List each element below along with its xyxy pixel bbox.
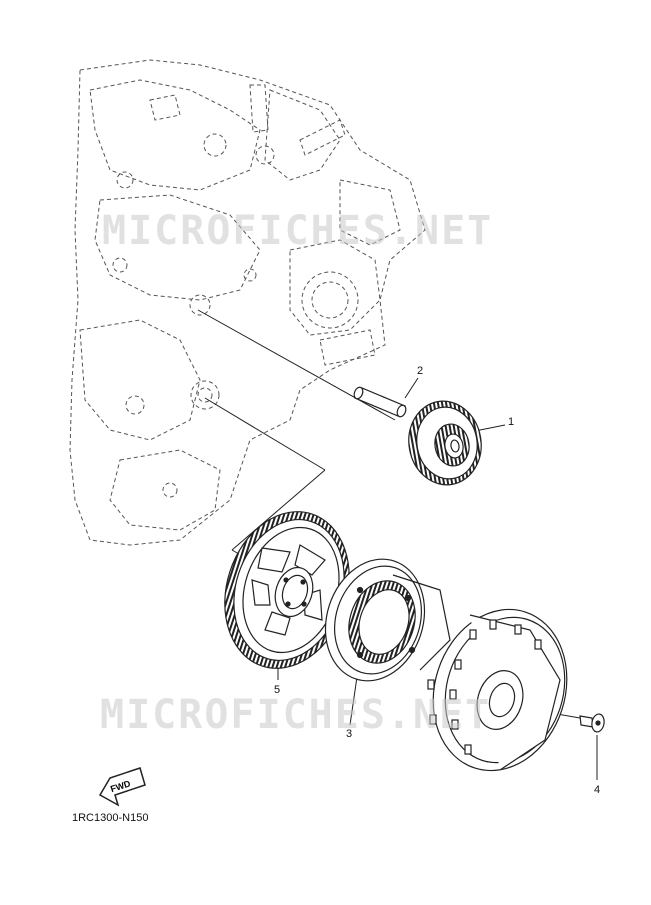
- engine-crankcase: [69, 59, 426, 546]
- bolt-part-4: [579, 713, 605, 733]
- watermark-top: MICROFICHES.NET: [102, 208, 494, 254]
- callout-5: 5: [274, 684, 281, 696]
- watermark-bottom: MICROFICHES.NET: [100, 692, 492, 738]
- generator-rotor: [427, 608, 568, 772]
- one-way-clutch-part-3: [324, 558, 451, 682]
- callout-3: 3: [346, 728, 353, 740]
- callout-4: 4: [594, 784, 601, 796]
- callout-2: 2: [417, 365, 424, 377]
- forward-arrow-icon: FWD: [98, 767, 146, 807]
- diagram-reference-code: 1RC1300-N150: [72, 812, 149, 824]
- starter-wheel-gear-part-5: [224, 511, 350, 669]
- idler-gear-part-1: [408, 400, 482, 486]
- callout-1: 1: [508, 416, 515, 428]
- idler-shaft-part-2: [353, 386, 407, 418]
